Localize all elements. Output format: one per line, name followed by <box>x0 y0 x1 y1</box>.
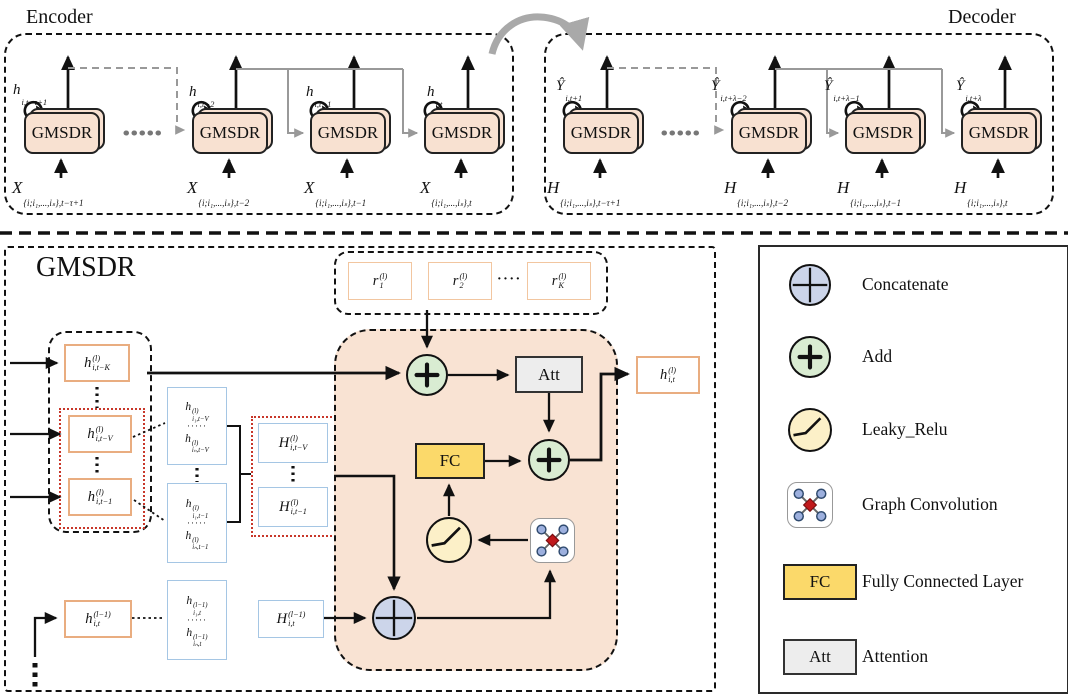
vertical-ellipses <box>95 387 295 485</box>
detail-arrows <box>10 310 630 657</box>
encoder-input-label-3: X{i;i₁,...,iₛ},t−1 <box>304 178 367 208</box>
legend-label-add: Add <box>862 346 893 366</box>
legend-label-concatenate: Concatenate <box>862 274 949 294</box>
legend-label-attention: Attention <box>862 646 929 666</box>
decoder-box <box>544 33 1054 215</box>
block-input-arrows <box>53 158 1006 178</box>
add-node-2 <box>528 439 570 481</box>
add-icon <box>797 344 823 370</box>
concatenate-icon <box>375 599 413 637</box>
prev-layer-neighbor-stack: h(l−1)i₁,t ····· h(l−1)iₙ,t <box>167 580 227 660</box>
decoder-input-label-2: H{i;i₁,...,iₛ},t−2 <box>724 178 789 208</box>
gmsdr-detail-title: GMSDR <box>36 252 136 283</box>
encoder-gmsdr-block-2: GMSDR <box>192 108 273 154</box>
encoder-input-label-1: X{i;i₁,...,iₛ},t−τ+1 <box>12 178 84 208</box>
legend-box <box>758 245 1068 694</box>
gmsdr-detail-box <box>4 246 716 692</box>
decoder-input-label-4: H{i;i₁,...,iₛ},t <box>954 178 1008 208</box>
hidden-state-box-k: h(l)i,t−K <box>64 344 130 382</box>
encoder-to-decoder-arrow <box>488 13 590 55</box>
prev-layer-aggregated-box: H(l−1)i,t <box>258 600 324 638</box>
encoder-input-label-4: X{i;i₁,...,iₛ},t <box>420 178 472 208</box>
encoder-input-label-2: X{i;i₁,...,iₛ},t−2 <box>187 178 250 208</box>
attention-node: Att <box>515 356 583 393</box>
decoder-input-label-3: H{i;i₁,...,iₛ},t−1 <box>837 178 902 208</box>
decoder-input-label-1: H{i;i₁,...,iₛ},t−τ+1 <box>547 178 621 208</box>
graph-convolution-icon <box>536 524 569 557</box>
legend-label-leaky-relu: Leaky_Relu <box>862 419 948 439</box>
hidden-state-box-1: h(l)i,t−1 <box>68 478 132 516</box>
memory-red-box <box>59 408 145 529</box>
graph-convolution-node <box>530 518 575 563</box>
aggregated-state-box-1: H(l)i,t−1 <box>258 487 328 527</box>
r-ellipsis-dots: ···· <box>497 272 522 287</box>
prev-layer-hidden-box: h(l−1)i,t <box>64 600 132 638</box>
graph-convolution-icon <box>793 488 827 522</box>
encoder-box <box>4 33 514 215</box>
legend-leaky-relu-icon <box>788 408 832 452</box>
r-box-2: r(l)2 <box>428 262 492 300</box>
decoder-gmsdr-block-4: GMSDR <box>961 108 1042 154</box>
concatenate-node <box>372 596 416 640</box>
encoder-gmsdr-block-1: GMSDR <box>24 108 105 154</box>
cell-output-box: h(l)i,t <box>636 356 700 394</box>
decoder-title: Decoder <box>948 6 1016 28</box>
leaky-relu-icon <box>793 417 822 437</box>
legend-att-icon: Att <box>783 639 857 675</box>
encoder-title: Encoder <box>26 6 93 28</box>
add-icon <box>536 447 562 473</box>
legend-add-icon <box>789 336 831 378</box>
fc-node: FC <box>415 443 485 479</box>
leaky-relu-icon <box>431 526 461 547</box>
legend-concatenate-icon <box>789 264 831 306</box>
legend-fc-icon: FC <box>783 564 857 600</box>
encoder-gmsdr-block-3: GMSDR <box>310 108 391 154</box>
decoder-gmsdr-block-1: GMSDR <box>563 108 644 154</box>
leaky-relu-node <box>426 517 472 563</box>
r-group-box <box>334 251 608 315</box>
encoder-gmsdr-block-4: GMSDR <box>424 108 505 154</box>
decoder-gmsdr-block-2: GMSDR <box>731 108 812 154</box>
add-icon <box>414 362 440 388</box>
neighbor-stack-v: h(l)i₁,t−V ····· h(l)iₙ,t−V <box>167 387 227 465</box>
dotted-links <box>132 422 166 619</box>
decoder-gmsdr-block-3: GMSDR <box>845 108 926 154</box>
r-box-1: r(l)1 <box>348 262 412 300</box>
add-node-1 <box>406 354 448 396</box>
hidden-state-lines <box>68 67 956 138</box>
legend-label-fc: Fully Connected Layer <box>862 571 1024 591</box>
legend-graph-convolution-icon <box>787 482 833 528</box>
block-output-arrows <box>60 55 1013 111</box>
r-box-k: r(l)K <box>527 262 591 300</box>
legend-label-graph-convolution: Graph Convolution <box>862 494 998 514</box>
bracket-joins <box>227 425 251 523</box>
hidden-state-box-v: h(l)i,t−V <box>68 415 132 453</box>
aggregated-state-box-v: H(l)i,t−V <box>258 423 328 463</box>
neighbor-stack-1: h(l)i₁,t−1 ····· h(l)iₙ,t−1 <box>167 483 227 563</box>
concatenate-icon <box>792 267 828 303</box>
